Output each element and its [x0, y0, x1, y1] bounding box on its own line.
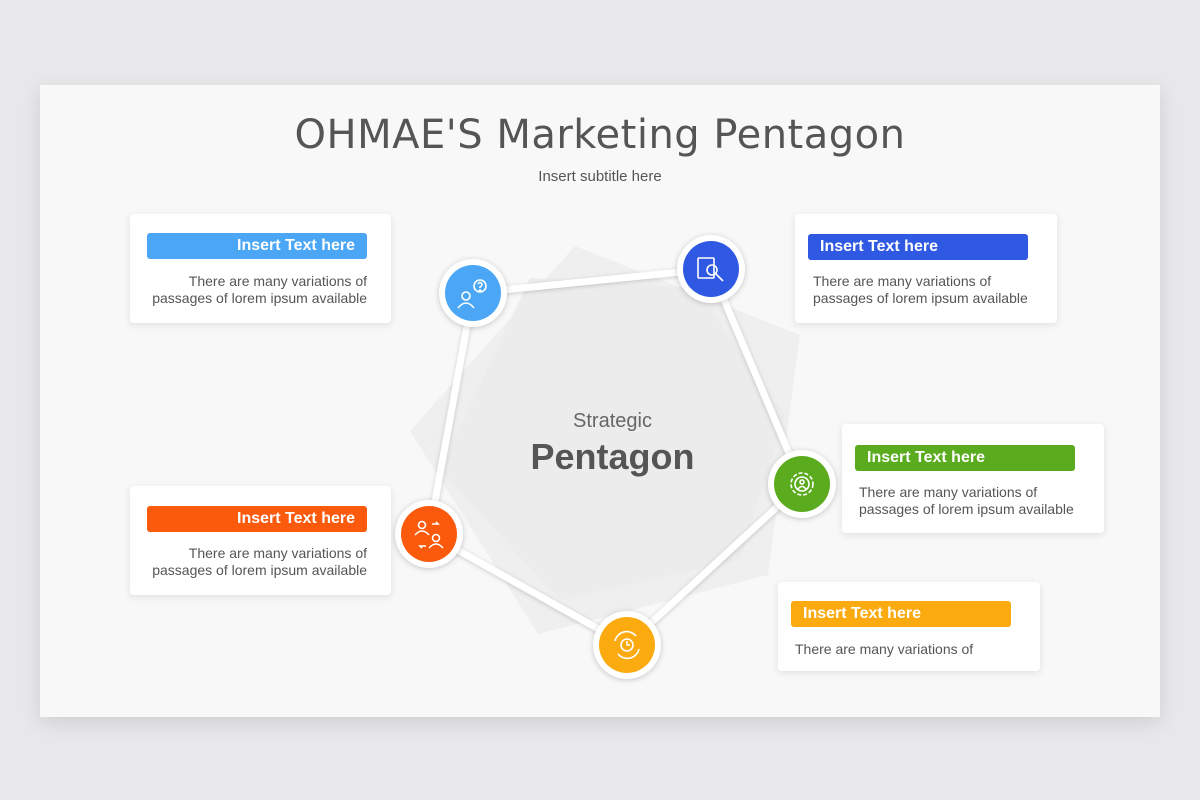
- card-description: There are many variations of passages of…: [813, 273, 1048, 307]
- users-exchange-icon: [414, 520, 444, 549]
- card-description-line1: There are many variations of: [859, 484, 1038, 500]
- card-heading: Insert Text here: [855, 445, 1075, 471]
- card-description-line1: There are many variations of: [813, 273, 992, 289]
- card-description-line2: passages of lorem ipsum available: [152, 562, 367, 578]
- node-fill: [445, 265, 501, 321]
- user-question-icon: [457, 279, 487, 309]
- center-label-top: Strategic: [573, 410, 652, 432]
- page-title: OHMAE'S Marketing Pentagon: [294, 112, 906, 158]
- card-description: There are many variations of passages of…: [859, 484, 1099, 518]
- card-description: There are many variations of: [795, 641, 1030, 658]
- node-user-question[interactable]: [439, 259, 507, 327]
- card-heading: Insert Text here: [808, 234, 1028, 260]
- card-heading: Insert Text here: [147, 233, 367, 259]
- info-card-left: Insert Text here There are many variatio…: [130, 486, 391, 595]
- info-card-top-left: Insert Text here There are many variatio…: [130, 214, 391, 323]
- page-subtitle: Insert subtitle here: [538, 168, 662, 185]
- card-description-line2: passages of lorem ipsum available: [152, 290, 367, 306]
- card-description-line1: There are many variations of: [188, 273, 367, 289]
- node-fill: [683, 241, 739, 297]
- node-clock-refresh[interactable]: [593, 611, 661, 679]
- info-card-top-right: Insert Text here There are many variatio…: [795, 214, 1057, 323]
- card-description: There are many variations of passages of…: [140, 545, 367, 579]
- card-description-line1: There are many variations of: [188, 545, 367, 561]
- background-pentagon-inner: [440, 278, 785, 600]
- card-heading: Insert Text here: [791, 601, 1011, 627]
- node-users-exchange[interactable]: [395, 500, 463, 568]
- pentagon-outline: [425, 265, 806, 649]
- gear-user-icon: [790, 472, 814, 496]
- center-label-main: Pentagon: [530, 436, 695, 477]
- card-description: There are many variations of passages of…: [140, 273, 367, 307]
- node-gear-user[interactable]: [768, 450, 836, 518]
- document-search-icon: [697, 257, 724, 282]
- card-description-line2: passages of lorem ipsum available: [813, 290, 1028, 306]
- clock-refresh-icon: [614, 630, 640, 660]
- card-description-line2: passages of lorem ipsum available: [859, 501, 1074, 517]
- node-document-search[interactable]: [677, 235, 745, 303]
- info-card-bottom-right: Insert Text here There are many variatio…: [778, 582, 1040, 671]
- card-description-line1: There are many variations of: [795, 641, 974, 657]
- card-heading: Insert Text here: [147, 506, 367, 532]
- info-card-right: Insert Text here There are many variatio…: [842, 424, 1104, 533]
